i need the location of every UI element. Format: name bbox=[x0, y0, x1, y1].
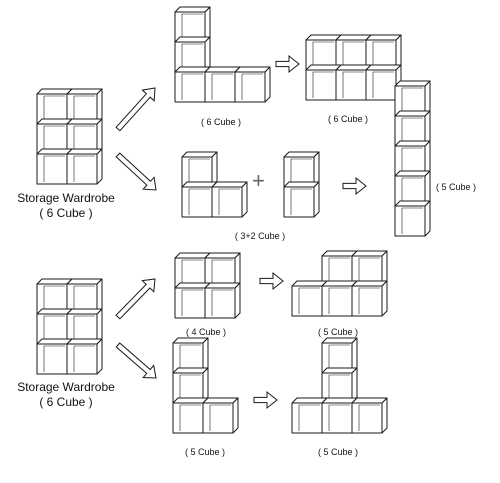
arrow-top-up bbox=[115, 87, 156, 132]
bottom-square-cube bbox=[204, 282, 241, 319]
caption-bottom-l-shape: ( 5 Cube ) bbox=[184, 447, 226, 457]
arrow-to-tower bbox=[342, 176, 367, 196]
top-tower-cube bbox=[394, 200, 431, 237]
arrow-to-grid bbox=[275, 54, 300, 74]
bottom-source-count: ( 6 Cube ) bbox=[39, 395, 93, 409]
bottom-stair-cube bbox=[351, 280, 388, 317]
bottom-source-title: Storage Wardrobe bbox=[17, 380, 115, 394]
caption-top-tower: ( 5 Cube ) bbox=[435, 182, 477, 192]
top-grid-2x3 bbox=[305, 34, 402, 101]
top-split-stack-cube bbox=[283, 181, 320, 218]
bottom-l-shape-cube bbox=[202, 397, 239, 434]
top-source-wardrobe-cube bbox=[66, 88, 103, 125]
bottom-square bbox=[174, 252, 241, 319]
bottom-t-shape-cube bbox=[351, 397, 388, 434]
arrow-bottom-down bbox=[115, 342, 157, 379]
plus-sign: + bbox=[252, 168, 265, 193]
caption-top-l-shape: ( 6 Cube ) bbox=[200, 117, 242, 127]
bottom-source-wardrobe bbox=[36, 278, 103, 375]
caption-top-split: ( 3+2 Cube ) bbox=[234, 231, 286, 241]
top-split-stack bbox=[283, 151, 320, 218]
caption-top-grid: ( 6 Cube ) bbox=[327, 114, 369, 124]
caption-bottom-stair: ( 5 Cube ) bbox=[317, 327, 359, 337]
bottom-t-shape bbox=[291, 337, 388, 434]
arrow-to-t-shape bbox=[253, 390, 278, 410]
bottom-stair bbox=[291, 250, 388, 317]
top-source-count: ( 6 Cube ) bbox=[39, 206, 93, 220]
top-source-title: Storage Wardrobe bbox=[17, 191, 115, 205]
caption-bottom-square: ( 4 Cube ) bbox=[185, 327, 227, 337]
arrow-to-stair bbox=[259, 271, 284, 291]
arrow-bottom-up bbox=[115, 278, 156, 320]
top-l-shape bbox=[174, 6, 271, 103]
caption-bottom-t-shape: ( 5 Cube ) bbox=[317, 447, 359, 457]
bottom-source-wardrobe-cube bbox=[66, 338, 103, 375]
arrow-top-down bbox=[115, 152, 157, 191]
top-l-shape-cube bbox=[234, 66, 271, 103]
bottom-l-shape bbox=[172, 337, 239, 434]
top-source-wardrobe-cube bbox=[66, 148, 103, 185]
top-tower bbox=[394, 80, 431, 237]
top-split-l-cube bbox=[211, 181, 248, 218]
top-split-l bbox=[181, 151, 248, 218]
top-source-wardrobe bbox=[36, 88, 103, 185]
